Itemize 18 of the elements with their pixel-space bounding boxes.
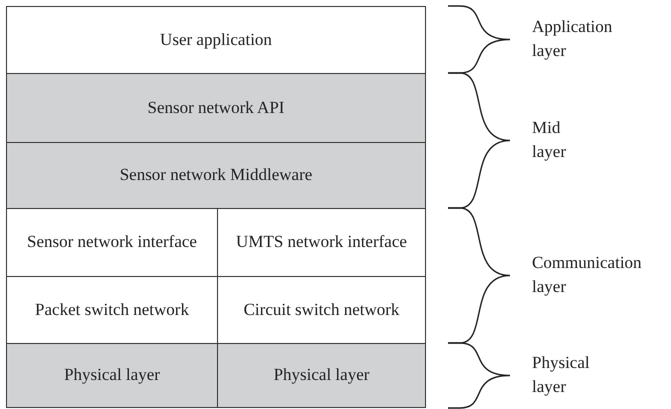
layer-box xyxy=(6,73,426,143)
layer-name: Sensor network interface xyxy=(26,231,198,254)
layer-name: Sensor network Middleware xyxy=(118,164,314,186)
layer-name: Sensor network API xyxy=(146,96,286,119)
layer-box xyxy=(6,343,218,408)
layer-box xyxy=(217,343,426,408)
layer-box xyxy=(6,6,426,74)
layer-group-label: Mid layer xyxy=(532,116,566,164)
layer-name: UMTS network interface xyxy=(235,231,408,254)
layer-name: Circuit switch network xyxy=(242,298,400,321)
layer-name: Physical layer xyxy=(272,364,370,386)
layer-group-label: Physical layer xyxy=(532,352,590,398)
layer-name: User application xyxy=(159,28,273,51)
layer-name: Packet switch network xyxy=(34,298,190,321)
layer-group-label: Application layer xyxy=(532,16,612,62)
layer-box xyxy=(6,142,426,209)
layer-name: Physical layer xyxy=(63,364,161,386)
layer-group-label: Communication layer xyxy=(532,252,642,298)
